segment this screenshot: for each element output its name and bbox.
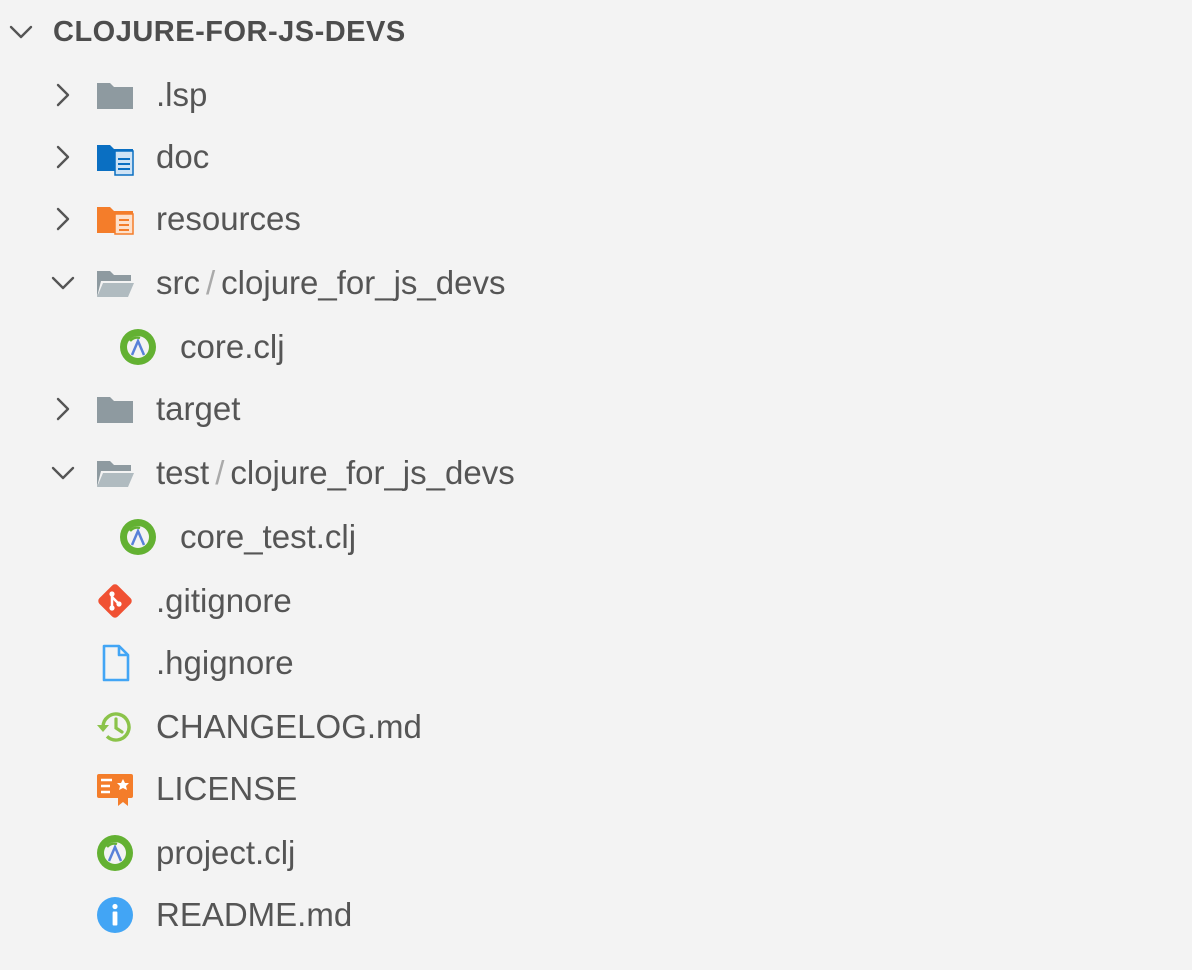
tree-item-doc[interactable]: doc [0,126,1192,188]
folder-name-part: clojure_for_js_devs [230,454,515,491]
tree-item-label: core_test.clj [180,518,357,555]
tree-item-gitignore[interactable]: .gitignore [0,570,1192,632]
chevron-right-icon[interactable] [50,206,76,232]
tree-item-readme[interactable]: README.md [0,884,1192,946]
tree-item-changelog[interactable]: CHANGELOG.md [0,696,1192,758]
folder-name-part: clojure_for_js_devs [221,264,506,301]
tree-item-label: doc [156,138,210,175]
tree-item-label: project.clj [156,834,296,871]
path-separator: / [215,454,225,491]
license-icon [95,769,135,809]
git-icon [95,581,135,621]
tree-item-label: .hgignore [156,644,294,681]
tree-item-core-clj[interactable]: core.clj [0,316,1192,378]
chevron-down-icon[interactable] [8,19,34,45]
folder-icon [95,389,135,429]
chevron-right-icon[interactable] [50,82,76,108]
tree-item-core-test-clj[interactable]: core_test.clj [0,506,1192,568]
tree-item-label: LICENSE [156,770,298,807]
folder-open-icon [95,263,135,303]
tree-item-label: core.clj [180,328,285,365]
tree-item-label: test/clojure_for_js_devs [156,454,515,492]
folder-name-part: test [156,454,210,491]
folder-name-part: src [156,264,200,301]
chevron-right-icon[interactable] [50,396,76,422]
tree-item-license[interactable]: LICENSE [0,758,1192,820]
file-icon [95,643,135,683]
tree-item-label: src/clojure_for_js_devs [156,264,506,302]
tree-item-label: .lsp [156,76,208,113]
path-separator: / [206,264,216,301]
chevron-down-icon[interactable] [50,270,76,296]
tree-item-target[interactable]: target [0,378,1192,440]
tree-item-label: target [156,390,241,427]
info-icon [95,895,135,935]
doc-folder-icon [95,137,135,177]
tree-item-label: .gitignore [156,582,292,619]
tree-item-label: resources [156,200,301,237]
chevron-down-icon[interactable] [50,460,76,486]
tree-item-label: README.md [156,896,353,933]
tree-item-src[interactable]: src/clojure_for_js_devs [0,252,1192,314]
tree-item-test[interactable]: test/clojure_for_js_devs [0,442,1192,504]
clojure-icon [118,327,158,367]
tree-item-label: CHANGELOG.md [156,708,422,745]
tree-item-lsp[interactable]: .lsp [0,64,1192,126]
explorer-section-header[interactable]: CLOJURE-FOR-JS-DEVS [0,0,1192,63]
history-icon [95,707,135,747]
chevron-right-icon[interactable] [50,144,76,170]
clojure-icon [95,833,135,873]
section-title: CLOJURE-FOR-JS-DEVS [53,16,406,48]
clojure-icon [118,517,158,557]
tree-item-hgignore[interactable]: .hgignore [0,632,1192,694]
tree-item-project-clj[interactable]: project.clj [0,822,1192,884]
folder-icon [95,75,135,115]
folder-open-icon [95,453,135,493]
tree-item-resources[interactable]: resources [0,188,1192,250]
resources-folder-icon [95,199,135,239]
